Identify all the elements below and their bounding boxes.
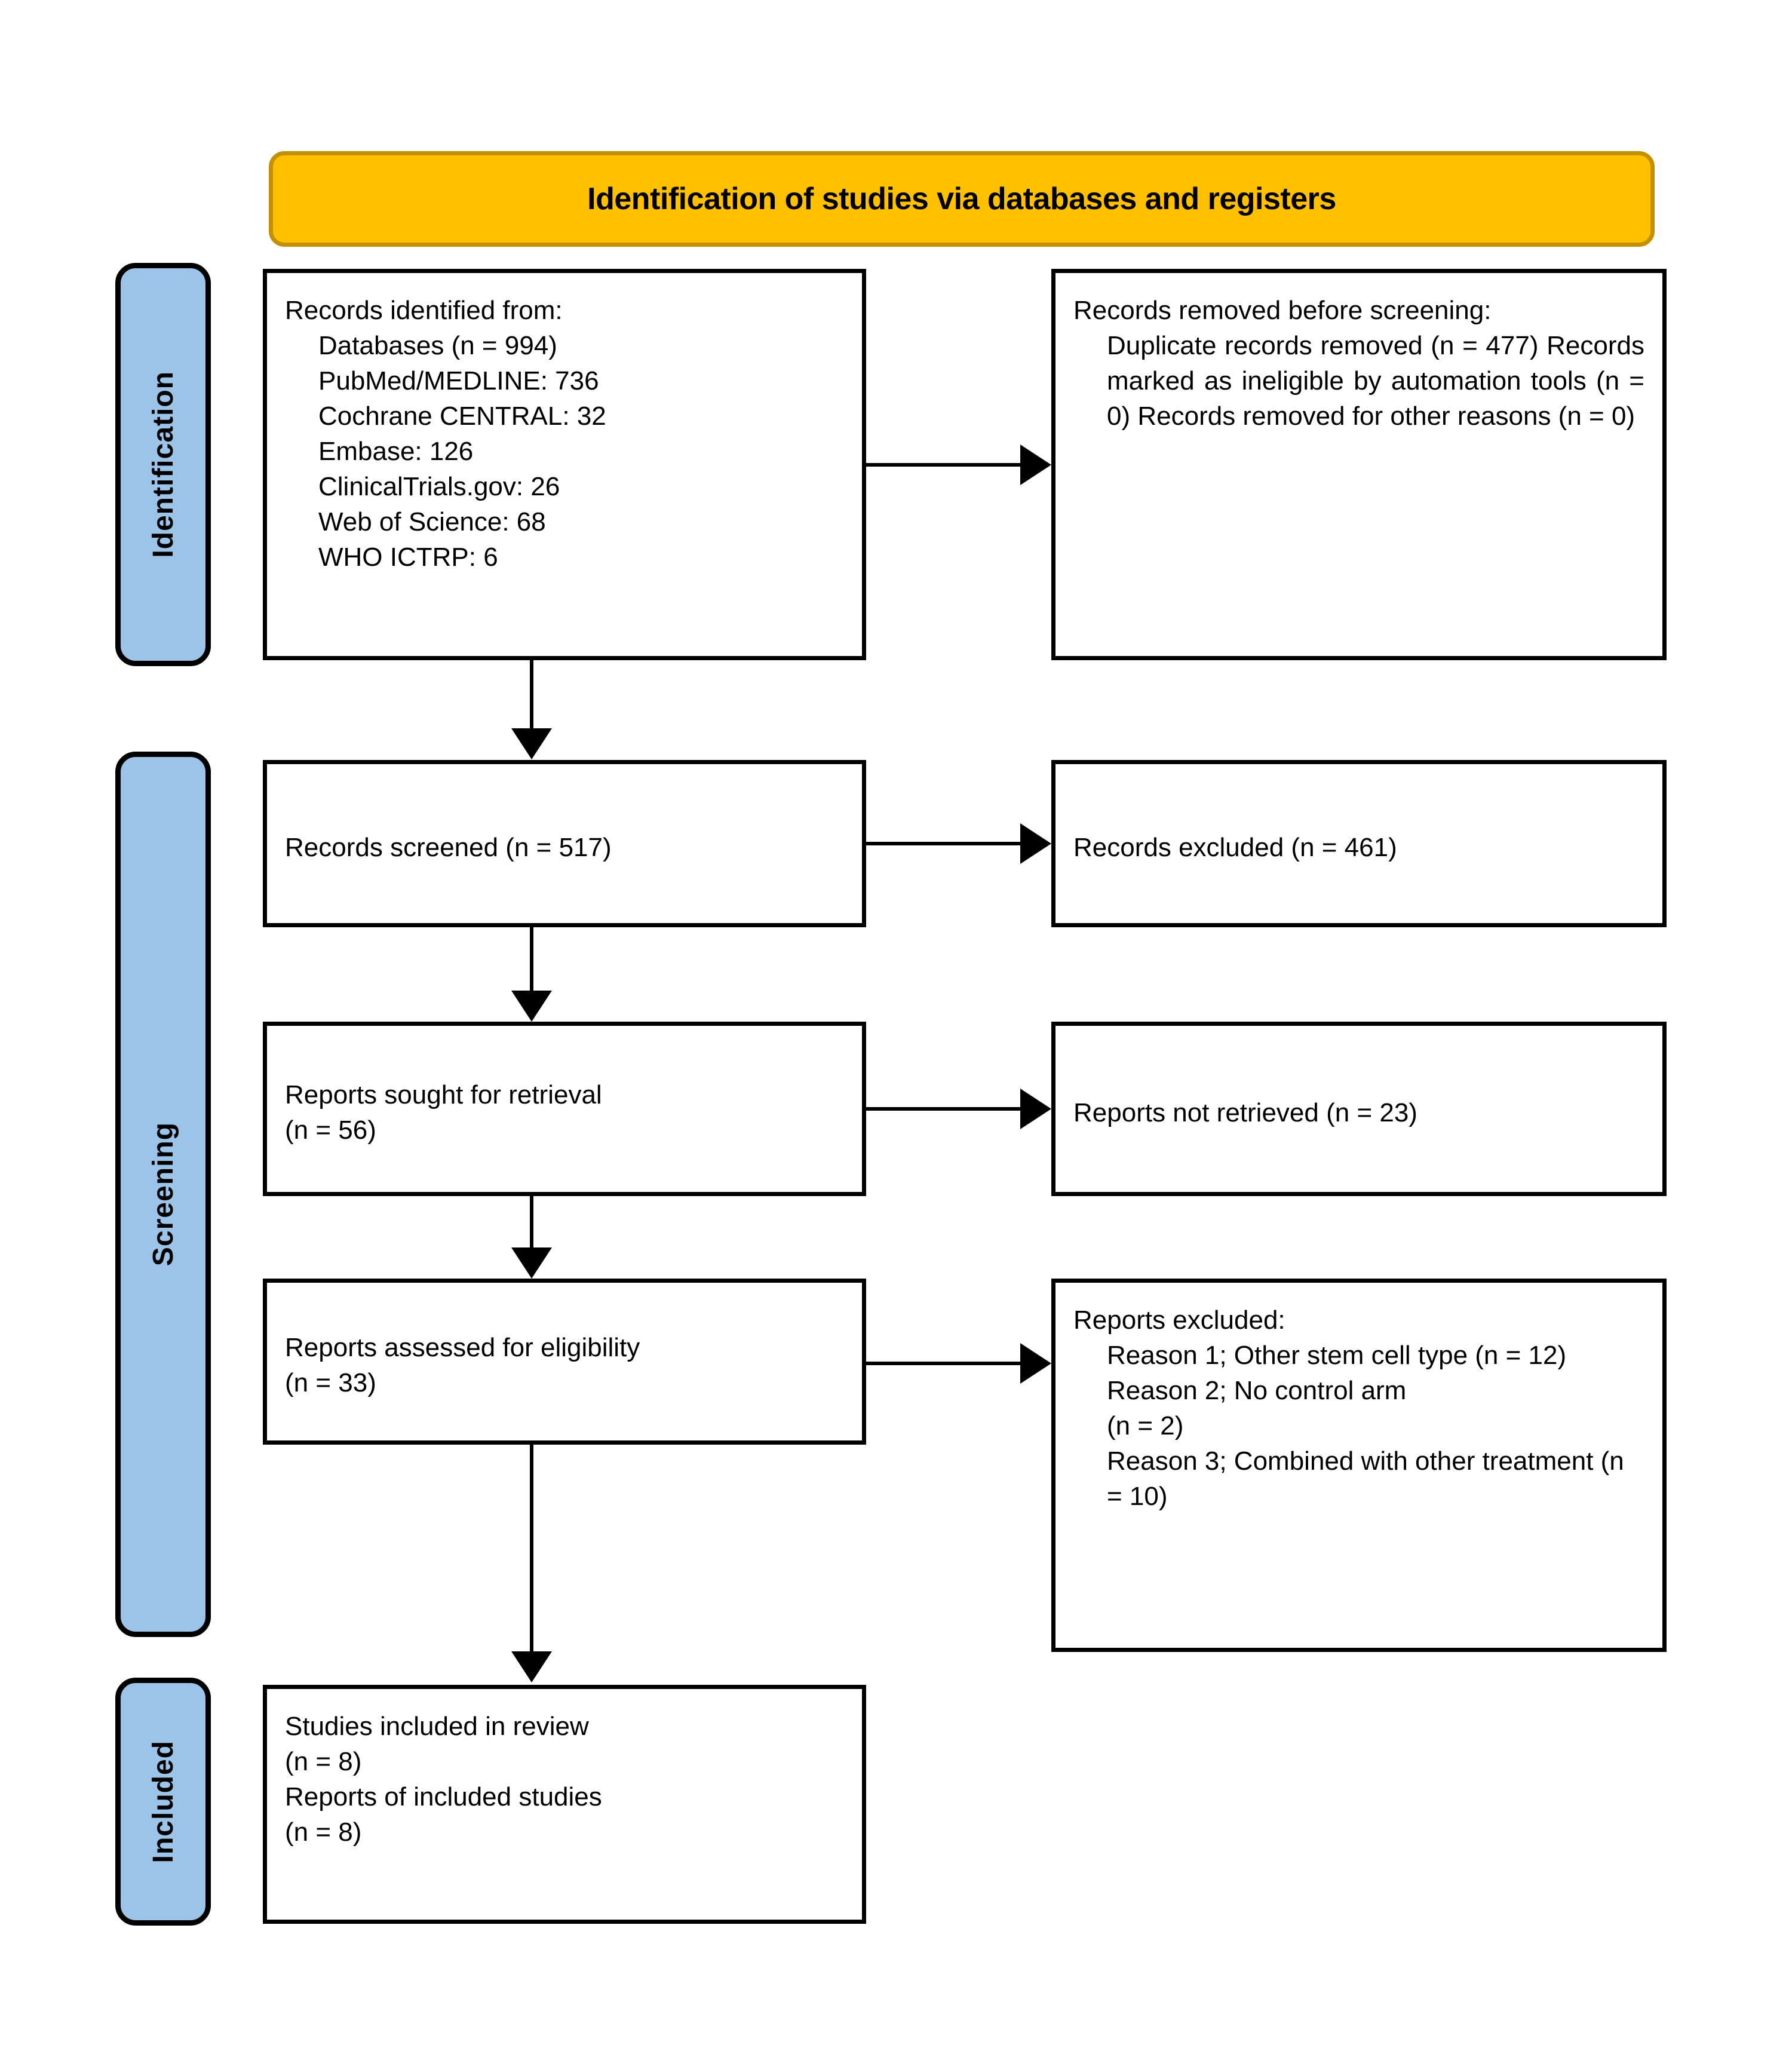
box-reports-excluded: Reports excluded: Reason 1; Other stem c… [1051,1279,1667,1652]
reports-excluded-heading: Reports excluded: [1073,1305,1285,1335]
stage-band-screening-label: Screening [147,1122,179,1267]
records-identified-details: Databases (n = 994) PubMed/MEDLINE: 736 … [318,330,606,572]
records-removed-details: Duplicate records removed (n = 477) Reco… [1107,330,1644,431]
reports-assessed-text: Reports assessed for eligibility (n = 33… [285,1333,640,1397]
reports-excluded-details: Reason 1; Other stem cell type (n = 12) … [1107,1340,1624,1511]
records-removed-heading: Records removed before screening: [1073,296,1492,325]
arrow-shaft [866,1107,1020,1111]
arrow-shaft [866,842,1020,845]
stage-band-screening: Screening [115,752,211,1637]
box-studies-included: Studies included in review (n = 8) Repor… [263,1685,866,1924]
studies-included-text: Studies included in review (n = 8) Repor… [285,1712,602,1847]
box-records-identified: Records identified from: Databases (n = … [263,269,866,660]
arrow-head-right-icon [1020,823,1051,864]
stage-band-identification: Identification [115,263,211,666]
stage-band-included-label: Included [147,1740,179,1863]
arrow-shaft [866,463,1020,467]
box-reports-not-retrieved: Reports not retrieved (n = 23) [1051,1022,1667,1196]
identification-banner: Identification of studies via databases … [269,151,1655,247]
arrow-head-down-icon [511,728,552,759]
box-records-removed: Records removed before screening: Duplic… [1051,269,1667,660]
arrow-head-down-icon [511,1247,552,1279]
box-records-screened: Records screened (n = 517) [263,760,866,927]
arrow-shaft [530,660,533,731]
arrow-shaft [530,1445,533,1654]
reports-sought-text: Reports sought for retrieval (n = 56) [285,1080,602,1145]
arrow-shaft [530,1196,533,1250]
arrow-head-right-icon [1020,1089,1051,1129]
records-screened-text: Records screened (n = 517) [285,832,612,862]
box-records-excluded: Records excluded (n = 461) [1051,760,1667,927]
arrow-head-down-icon [511,991,552,1022]
arrow-shaft [530,927,533,993]
box-reports-sought: Reports sought for retrieval (n = 56) [263,1022,866,1196]
arrow-head-down-icon [511,1651,552,1682]
stage-band-identification-label: Identification [147,371,179,558]
records-identified-heading: Records identified from: [285,296,563,325]
box-reports-assessed: Reports assessed for eligibility (n = 33… [263,1279,866,1445]
records-excluded-text: Records excluded (n = 461) [1073,832,1397,862]
arrow-head-right-icon [1020,445,1051,485]
arrow-shaft [866,1362,1020,1365]
arrow-head-right-icon [1020,1343,1051,1384]
reports-not-retrieved-text: Reports not retrieved (n = 23) [1073,1098,1417,1127]
stage-band-included: Included [115,1678,211,1926]
banner-title: Identification of studies via databases … [587,182,1336,216]
